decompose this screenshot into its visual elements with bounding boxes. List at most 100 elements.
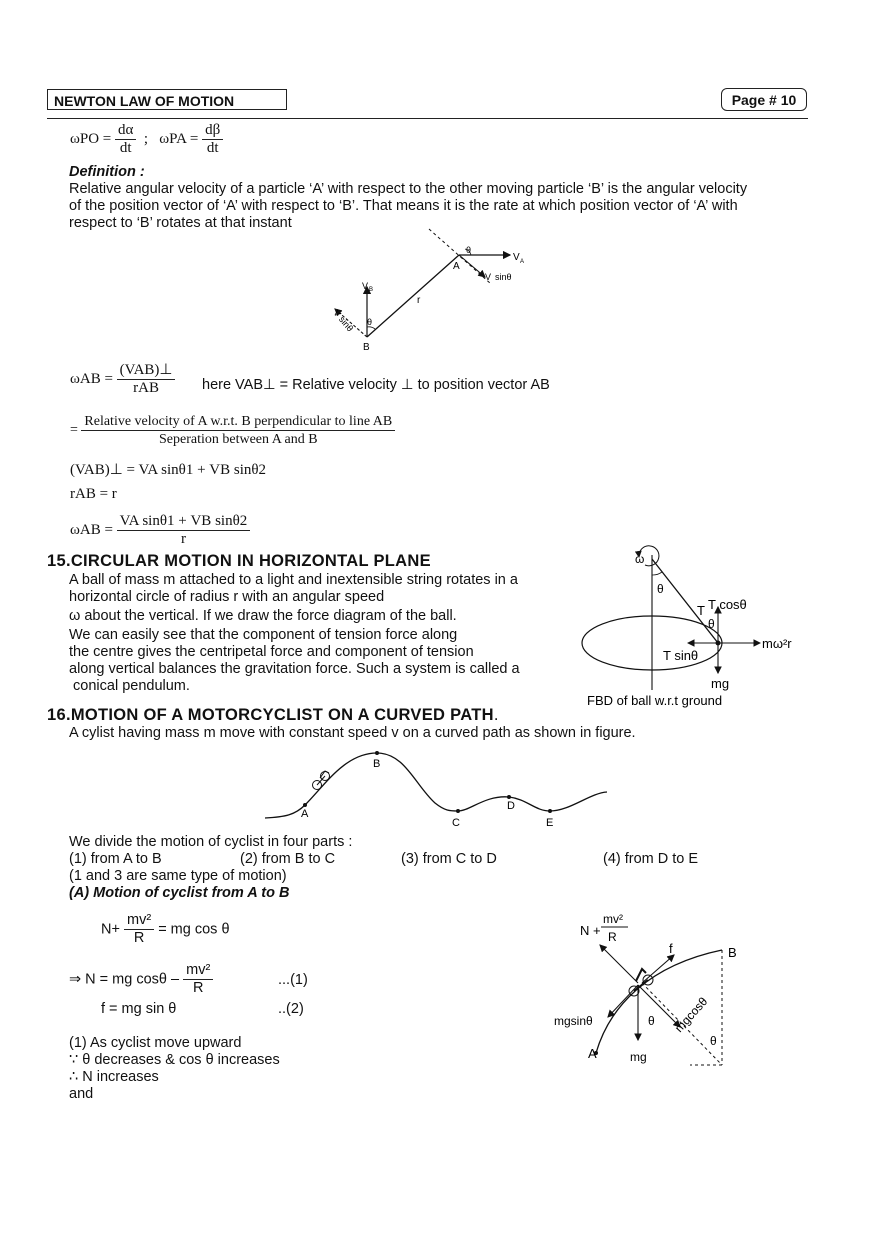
fbd-n-num: mv² [603,912,623,926]
eqA-lhs: N+ [101,921,120,938]
words-den: Seperation between A and B [158,432,318,447]
fbd-f-label: f [669,941,673,956]
omega-ab-final-num: VA sinθ1 + VB sinθ2 [116,513,251,531]
omega-ab-num: (VAB)⊥ [116,362,176,380]
eqC-tag: ..(2) [278,1001,304,1017]
theta2-label: θ [367,317,372,327]
definition-line-2: of the position vector of ‘A’ with respe… [69,198,738,214]
words-fraction: Relative velocity of A w.r.t. B perpendi… [81,413,396,448]
part-4: (4) from D to E [603,851,699,867]
motorcyclist-icon [628,967,654,997]
sec15-line-3: ω about the vertical. If we draw the for… [69,608,457,624]
fbd-theta2-label: θ [710,1034,717,1048]
vab-perp-equation: (VAB)⊥ = VA sinθ1 + VB sinθ2 [70,462,267,478]
sec16-intro: A cylist having mass m move with constan… [69,725,636,741]
point-a-dot [303,803,307,807]
same-type-note: (1 and 3 are same type of motion) [69,868,287,884]
omega-label: ω [635,552,644,566]
road-curve [265,752,608,819]
cyclist-icon [312,770,330,790]
friction-arrow [641,954,675,984]
point-b-label: B [363,342,370,353]
mgcos-arrow [637,984,681,1028]
mg-label: mg [711,676,729,691]
fbd-caption: FBD of ball w.r.t ground [587,693,722,708]
divide-statement: We divide the motion of cyclist in four … [69,834,353,850]
vasin-label: V [485,272,491,282]
header-divider [47,118,808,119]
path-label-e: E [546,817,553,829]
point-3: ∴ N increases [69,1069,159,1085]
theta1-arc [464,248,472,256]
eqA-den: R [133,930,145,946]
va-sub-label: A [520,259,524,265]
point-2: ∵ θ decreases & cos θ increases [69,1052,280,1068]
fbd-mg-label: mg [630,1050,647,1064]
theta-ball-label: θ [708,617,715,631]
point-a-label: A [453,261,460,272]
vb-sin-arrow [334,308,368,338]
rab-equation: rAB = r [70,486,117,502]
omega-ab-words-equation: = Relative velocity of A w.r.t. B perpen… [70,413,396,448]
eqA-num: mv² [123,912,155,930]
omega-ab-final-den: r [180,531,186,547]
path-label-a: A [301,808,309,820]
eqB-den: R [192,980,204,996]
curved-path-figure: A B C D E [265,751,608,829]
fbd-point-a [594,1051,598,1055]
omega-ab-den: rAB [133,380,159,396]
definition-line-3: respect to ‘B’ rotates at that instant [69,215,292,231]
omega-po-num: dα [115,122,137,140]
path-label-d: D [507,800,515,812]
sec15-line-5: the centre gives the centripetal force a… [69,644,474,660]
sec15-line-2: horizontal circle of radius r with an an… [69,589,385,605]
va-label: V [513,252,520,263]
omega-sep: ; [143,130,149,147]
normal-arrow [599,944,639,984]
section-16-title-text: 16.MOTION OF A MOTORCYCLIST ON A CURVED … [47,706,494,724]
fbd-n-label: N + [580,923,601,938]
eqA-rhs: = mg cos θ [158,921,230,938]
section-16-title: 16.MOTION OF A MOTORCYCLIST ON A CURVED … [47,706,499,725]
omega-po-den: dt [119,140,132,156]
omega-ab-lhs: ωAB = [70,370,113,387]
tsin-label: T sinθ [663,648,698,663]
sec15-line-7: conical pendulum. [69,678,190,694]
mw2r-label: mω²r [762,636,792,651]
fbd-mgcos-label: mgcosθ [672,994,711,1035]
fbd-mgsin-label: mgsinθ [554,1014,593,1028]
part-1: (1) from A to B [69,851,162,867]
point-4: and [69,1086,94,1102]
definition-line-1: Relative angular velocity of a particle … [69,181,748,197]
omega-pa-num: dβ [202,122,224,140]
sec15-line-6: along vertical balances the gravitation … [69,661,520,677]
tension-label: T [697,603,705,618]
point-e-dot [548,809,552,813]
page-number: Page # 10 [721,88,807,111]
relative-angular-velocity-figure: θ V A A V sinθ r V B θ V sinθ B [331,228,524,353]
words-num: Relative velocity of A w.r.t. B perpendi… [81,413,396,431]
eqB-tag: ...(1) [278,972,308,988]
fbd-n-den: R [608,930,617,944]
theta-top-label: θ [657,582,664,596]
conical-pendulum-figure: ω θ T θ T cosθ mω²r T sinθ mg FBD of bal… [581,545,792,708]
definition-heading: Definition : [69,164,145,180]
here-statement: here VAB⊥ = Relative velocity ⊥ to posit… [202,377,550,393]
eqB-pre: ⇒ N = mg cosθ – [69,971,180,988]
theta2-arc [366,326,376,330]
sec15-line-4: We can easily see that the component of … [69,627,458,643]
path-label-c: C [452,817,460,829]
friction-equation: f = mg sin θ [101,1001,177,1017]
omega-ab-final-lhs: ωAB = [70,521,113,538]
subhead-a-to-b: (A) Motion of cyclist from A to B [69,885,290,901]
vb-sub-label: B [369,287,373,293]
point-d-dot [507,795,511,799]
